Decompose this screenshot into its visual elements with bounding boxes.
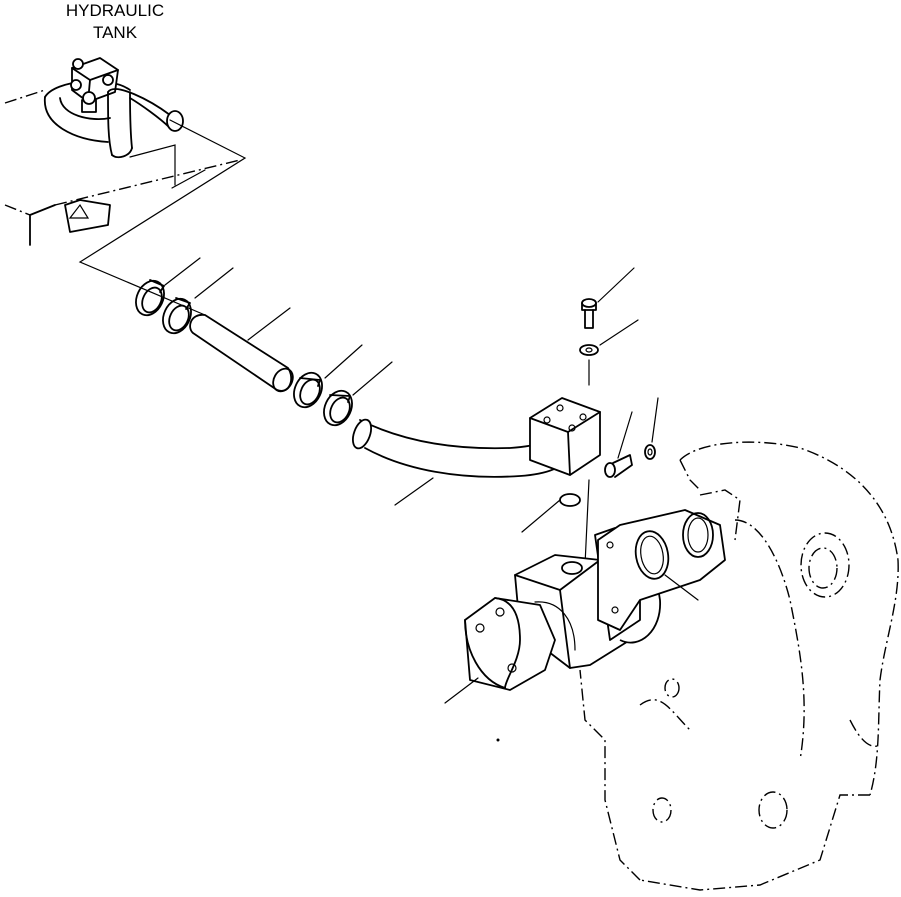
top-bolt [581, 267, 635, 329]
side-washer [644, 397, 659, 460]
tank-label-line1: HYDRAULIC [66, 1, 164, 20]
reference-dot [496, 738, 500, 742]
transmission-housing [579, 441, 899, 891]
hydraulic-tank-outlet [4, 57, 184, 159]
hose-clamp-2 [162, 267, 234, 335]
top-washer [579, 319, 639, 356]
hose-clamp-3 [293, 344, 363, 409]
hose-clamp-4 [323, 361, 393, 427]
o-ring-large [634, 530, 699, 601]
flange-block [529, 397, 601, 476]
frame-break-lines [4, 119, 247, 316]
hose-clamp-1 [135, 257, 201, 317]
gasket-plate [597, 509, 726, 631]
tank-label-line2: TANK [93, 23, 138, 42]
side-bolt [604, 411, 633, 478]
o-ring-small [521, 493, 581, 533]
straight-hose [189, 307, 294, 393]
centerline-vertical [584, 359, 590, 566]
